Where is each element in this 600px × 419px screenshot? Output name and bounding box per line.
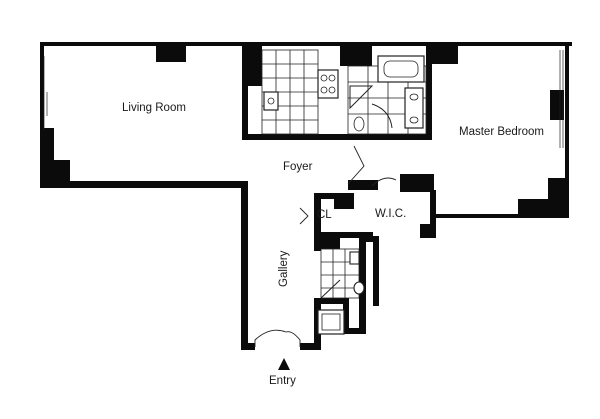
window-marks [43,50,564,148]
master-bedroom-label: Master Bedroom [459,126,545,138]
walls [40,42,572,350]
kitchen-grid [261,49,339,135]
entry-label: Entry [269,375,296,387]
living-room-label: Living Room [122,102,186,114]
foyer-label: Foyer [283,161,313,173]
walk-in-closet-label: W.I.C. [375,208,407,220]
gallery-label: Gallery [278,250,290,287]
closet-label: CL [317,209,332,221]
master-bath-fixtures [347,55,427,135]
doors [254,145,397,347]
entry-arrow-icon [278,358,290,370]
powder-bath-fixtures [317,248,365,335]
